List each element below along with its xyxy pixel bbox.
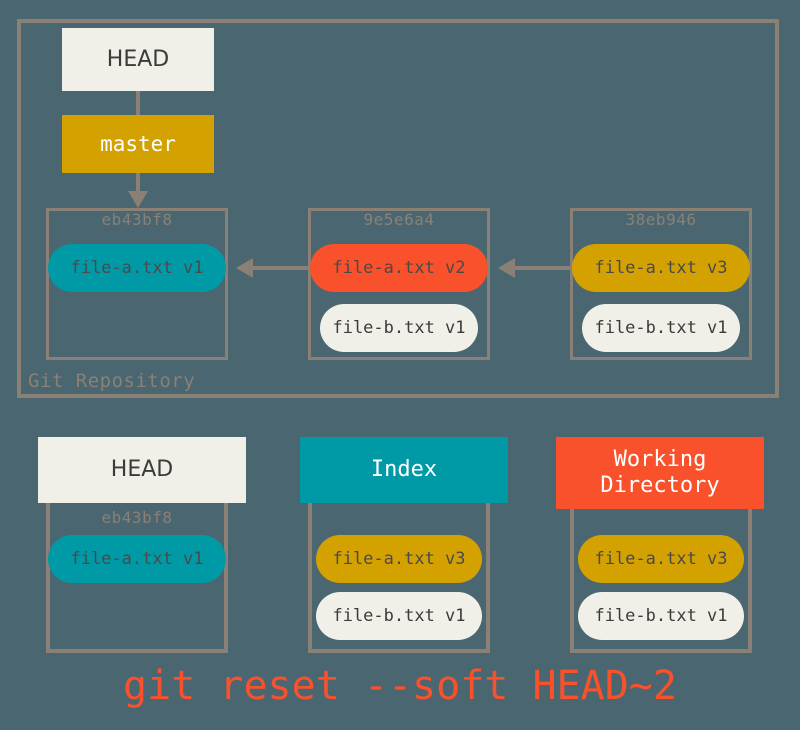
head-ref-label: HEAD xyxy=(106,47,170,72)
file-pill-commit2-file-a: file-a.txt v2 xyxy=(310,244,488,292)
file-pill-commit1-file-a: file-a.txt v1 xyxy=(48,244,226,292)
working-directory-area-body xyxy=(570,470,752,653)
index-area-header: Index xyxy=(300,437,508,503)
connector-commit3-to-commit2 xyxy=(514,266,572,270)
commit-box-38eb946 xyxy=(570,208,752,360)
file-pill-wd-file-b: file-b.txt v1 xyxy=(578,592,744,640)
commit-hash-9e5e6a4: 9e5e6a4 xyxy=(363,210,435,229)
commit-box-eb43bf8 xyxy=(46,208,228,360)
head-area-title: HEAD xyxy=(110,457,174,483)
head-area-hash: eb43bf8 xyxy=(101,508,173,527)
master-ref-box: master xyxy=(62,115,214,173)
git-repository-frame xyxy=(17,19,779,398)
connector-head-to-master xyxy=(136,91,140,115)
working-directory-title-line1: Working xyxy=(613,447,707,473)
arrow-left-icon xyxy=(498,258,515,278)
commit-hash-38eb946: 38eb946 xyxy=(625,210,697,229)
file-pill-wd-file-a: file-a.txt v3 xyxy=(578,535,744,583)
file-pill-label: file-b.txt v1 xyxy=(594,606,728,626)
file-pill-label: file-a.txt v3 xyxy=(594,258,728,278)
connector-master-to-commit xyxy=(136,173,140,195)
head-area-header: HEAD xyxy=(38,437,246,503)
file-pill-label: file-a.txt v1 xyxy=(70,549,204,569)
index-area-title: Index xyxy=(370,457,438,483)
connector-commit2-to-commit1 xyxy=(252,266,310,270)
file-pill-label: file-a.txt v3 xyxy=(594,549,728,569)
file-pill-label: file-a.txt v1 xyxy=(70,258,204,278)
working-directory-title-line2: Directory xyxy=(600,473,720,498)
head-ref-box: HEAD xyxy=(62,28,214,91)
file-pill-commit2-file-b: file-b.txt v1 xyxy=(320,304,478,352)
file-pill-label: file-b.txt v1 xyxy=(594,318,728,338)
arrow-down-icon xyxy=(128,191,148,208)
file-pill-label: file-a.txt v3 xyxy=(332,549,466,569)
commit-box-9e5e6a4 xyxy=(308,208,490,360)
index-area-body xyxy=(308,470,490,653)
arrow-left-icon xyxy=(236,258,253,278)
file-pill-commit3-file-b: file-b.txt v1 xyxy=(582,304,740,352)
file-pill-label: file-a.txt v2 xyxy=(332,258,466,278)
working-directory-area-header: Working Directory xyxy=(556,437,764,509)
command-caption: git reset --soft HEAD~2 xyxy=(123,663,677,709)
file-pill-label: file-b.txt v1 xyxy=(332,318,466,338)
file-pill-index-file-a: file-a.txt v3 xyxy=(316,535,482,583)
file-pill-index-file-b: file-b.txt v1 xyxy=(316,592,482,640)
master-ref-label: master xyxy=(100,132,176,156)
file-pill-commit3-file-a: file-a.txt v3 xyxy=(572,244,750,292)
commit-hash-eb43bf8: eb43bf8 xyxy=(101,210,173,229)
file-pill-head-area-file-a: file-a.txt v1 xyxy=(48,535,226,583)
file-pill-label: file-b.txt v1 xyxy=(332,606,466,626)
git-repository-label: Git Repository xyxy=(28,370,196,392)
